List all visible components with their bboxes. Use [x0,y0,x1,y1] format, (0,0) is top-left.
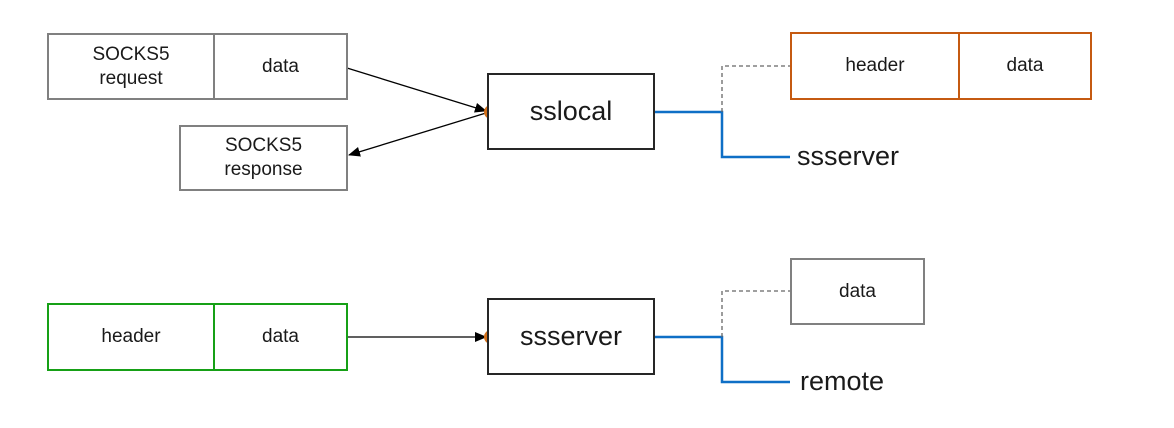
top-dashed-branch [721,65,791,112]
enc-data-cell: data [1006,55,1044,76]
output-data-packet: data [790,258,925,325]
sslocal-to-ssserver-line [655,110,790,159]
in-header-cell: header [49,305,215,369]
sslocal-label: sslocal [529,96,613,126]
ssserver-to-remote-line [655,335,790,384]
socks5-request-packet: SOCKS5 request data [47,33,348,100]
bottom-dashed-branch [721,290,791,337]
remote-target-label: remote [800,366,885,396]
enc-header-cell: header [792,34,960,98]
out-data-cell: data [839,280,876,302]
request-arrow [346,67,487,113]
sslocal-node: sslocal [487,73,655,150]
ssserver-node: ssserver [487,298,655,375]
socks5-request-cell: SOCKS5 request [49,35,215,98]
request-data-cell: data [262,55,299,77]
decrypted-packet: header data [47,303,348,371]
socks5-response-cell: SOCKS5 response [224,135,303,180]
in-data-cell: data [262,326,299,347]
socks5-response-packet: SOCKS5 response [179,125,348,191]
ssserver-label: ssserver [519,321,622,351]
response-arrow [348,112,487,157]
encrypted-packet: header data [790,32,1092,100]
ssserver-target-label: ssserver [797,141,900,171]
